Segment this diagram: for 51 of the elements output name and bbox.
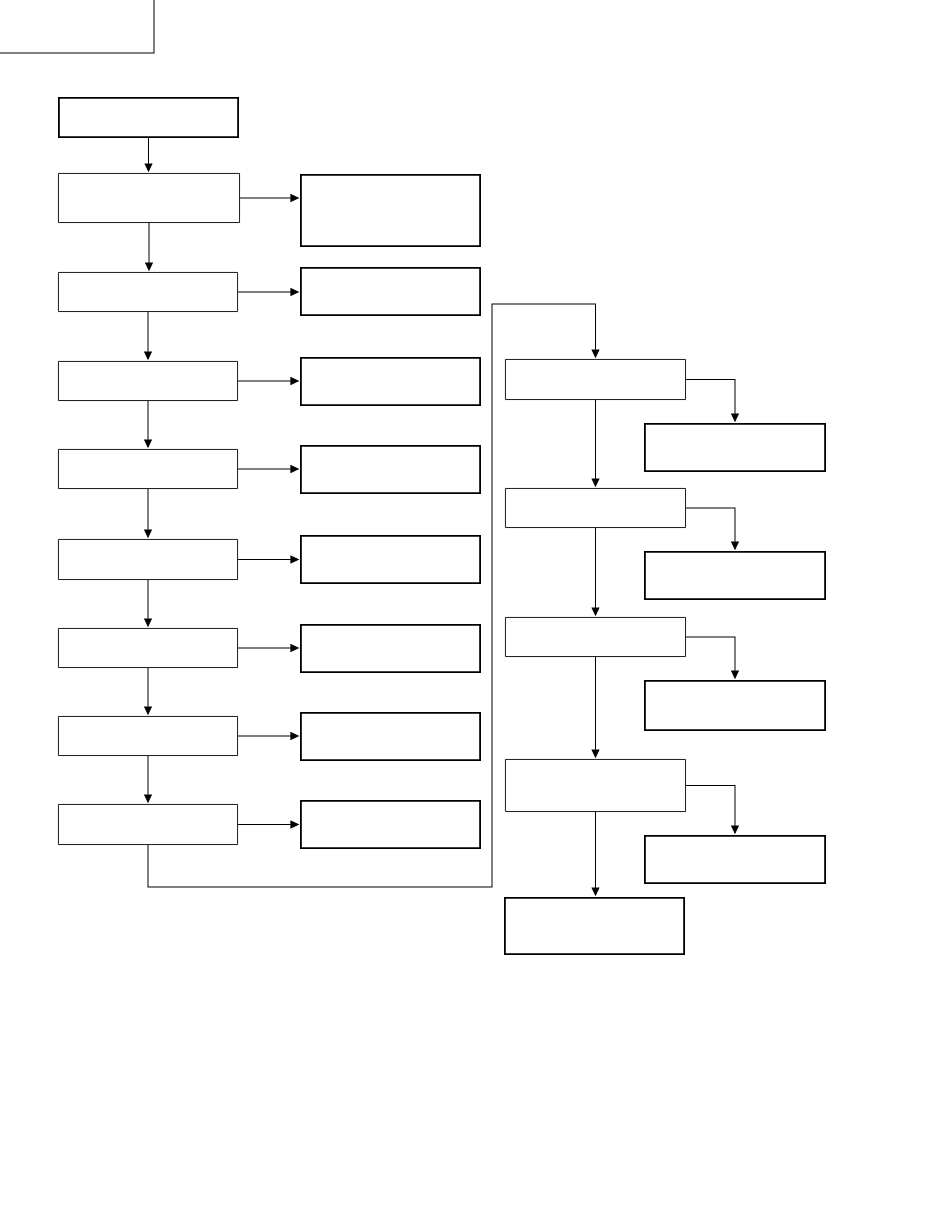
- process-box: [505, 488, 686, 528]
- process-box: [58, 272, 238, 312]
- arrow: [237, 644, 299, 652]
- process-box: [505, 759, 686, 812]
- result-box: [300, 445, 481, 494]
- arrow: [144, 488, 152, 538]
- result-box: [644, 835, 826, 884]
- arrow: [237, 820, 299, 829]
- arrow: [591, 527, 600, 616]
- arrow: [144, 311, 152, 360]
- process-box: [58, 173, 240, 223]
- arrow: [237, 555, 299, 564]
- result-box: [300, 535, 481, 584]
- arrow: [685, 785, 739, 834]
- process-box: [505, 617, 686, 657]
- result-box: [300, 800, 481, 849]
- process-box: [58, 539, 238, 580]
- arrow: [237, 465, 299, 473]
- arrow: [237, 288, 299, 296]
- arrow: [685, 636, 739, 679]
- process-box: [505, 359, 686, 400]
- result-box: [300, 267, 481, 316]
- process-box: [58, 804, 238, 845]
- process-box: [58, 716, 238, 756]
- arrow: [144, 400, 152, 448]
- result-box: [300, 357, 481, 406]
- arrow: [144, 755, 152, 803]
- arrow: [591, 811, 600, 896]
- result-box: [300, 174, 481, 247]
- arrow: [144, 667, 152, 715]
- result-box: [644, 551, 826, 600]
- process-box: [58, 361, 238, 401]
- arrow: [147, 303, 600, 888]
- arrow: [239, 194, 299, 202]
- arrow: [144, 579, 152, 627]
- process-box: [58, 628, 238, 668]
- arrow: [145, 222, 153, 271]
- result-box: [644, 680, 826, 731]
- arrow: [144, 137, 153, 172]
- result-box: [300, 712, 481, 761]
- arrow: [591, 656, 600, 758]
- result-box: [644, 423, 826, 472]
- arrow: [685, 379, 739, 422]
- arrow: [591, 399, 600, 487]
- result-box: [58, 97, 239, 138]
- arrow: [685, 507, 739, 550]
- result-box: [504, 897, 685, 955]
- result-box: [300, 624, 481, 673]
- process-box: [58, 449, 238, 489]
- arrow: [237, 377, 299, 385]
- arrow: [237, 732, 299, 740]
